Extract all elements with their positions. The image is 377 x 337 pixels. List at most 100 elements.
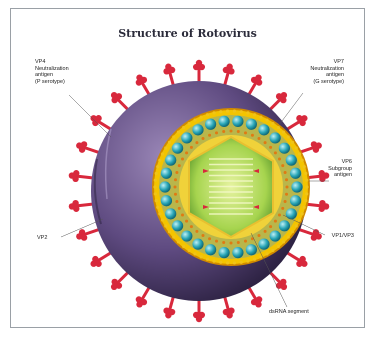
spike-head xyxy=(69,203,75,209)
outer-bead xyxy=(164,224,167,227)
vp6-capsomere xyxy=(172,143,183,154)
outer-bead xyxy=(240,261,243,264)
outer-bead xyxy=(304,199,307,202)
outer-bead xyxy=(291,230,294,233)
vp6-capsomere xyxy=(232,116,243,127)
outer-bead xyxy=(156,165,159,168)
inner-bead xyxy=(244,131,247,134)
outer-bead xyxy=(161,218,164,221)
inner-bead xyxy=(244,240,247,243)
outer-bead xyxy=(177,240,180,243)
spike-head xyxy=(165,64,171,70)
inner-bead xyxy=(181,214,184,217)
spike-head xyxy=(76,233,82,239)
spike-head xyxy=(111,284,117,290)
inner-bead xyxy=(185,220,188,223)
inner-bead xyxy=(258,234,261,237)
inner-bead xyxy=(230,242,233,245)
inner-bead xyxy=(258,137,261,140)
vp6-capsomere xyxy=(205,119,216,130)
inner-bead xyxy=(251,134,254,137)
spike-head xyxy=(76,142,82,148)
outer-bead xyxy=(295,224,298,227)
label-vp1-vp3: VP1/VP3 xyxy=(332,233,354,240)
vp6-capsomere xyxy=(161,195,172,206)
spike-head xyxy=(315,233,321,239)
outer-bead xyxy=(271,249,274,252)
inner-bead xyxy=(181,158,184,161)
outer-bead xyxy=(287,235,290,238)
outer-bead xyxy=(200,255,203,258)
vp6-capsomere xyxy=(291,181,302,192)
outer-bead xyxy=(206,113,209,116)
vp6-capsomere xyxy=(165,155,176,166)
inner-bead xyxy=(195,230,198,233)
outer-bead xyxy=(188,122,191,125)
inner-bead xyxy=(215,240,218,243)
inner-bead xyxy=(284,171,287,174)
outer-bead xyxy=(298,152,301,155)
vp6-capsomere xyxy=(290,168,301,179)
spike-head xyxy=(226,64,232,70)
spike-head xyxy=(111,92,117,98)
outer-bead xyxy=(177,130,180,133)
inner-bead xyxy=(195,141,198,144)
outer-bead xyxy=(155,199,158,202)
vp6-capsomere xyxy=(192,239,203,250)
inner-bead xyxy=(178,164,181,167)
outer-bead xyxy=(168,141,171,144)
outer-bead xyxy=(161,152,164,155)
outer-bead xyxy=(155,172,158,175)
outer-bead xyxy=(172,235,175,238)
outer-bead xyxy=(233,109,236,112)
spike-head xyxy=(196,316,202,322)
vp6-capsomere xyxy=(192,124,203,135)
inner-bead xyxy=(269,146,272,149)
label-vp6: VP6 Subgroup antigen xyxy=(328,159,352,179)
outer-bead xyxy=(226,109,229,112)
inner-bead xyxy=(174,193,177,196)
vp6-capsomere xyxy=(219,247,230,258)
inner-bead xyxy=(278,158,281,161)
vp6-capsomere xyxy=(286,155,297,166)
outer-bead xyxy=(153,185,156,188)
inner-bead xyxy=(281,164,284,167)
outer-bead xyxy=(305,179,308,182)
inner-bead xyxy=(175,171,178,174)
inner-bead xyxy=(230,130,233,133)
outer-bead xyxy=(168,230,171,233)
vp6-capsomere xyxy=(290,195,301,206)
vp6-capsomere xyxy=(159,181,170,192)
inner-bead xyxy=(274,220,277,223)
outer-bead xyxy=(253,113,256,116)
outer-bead xyxy=(291,141,294,144)
vp6-capsomere xyxy=(165,208,176,219)
outer-bead xyxy=(154,179,157,182)
spike-head xyxy=(136,301,142,307)
outer-bead xyxy=(200,116,203,119)
vp6-capsomere xyxy=(246,244,257,255)
inner-bead xyxy=(284,200,287,203)
outer-bead xyxy=(158,159,161,162)
outer-bead xyxy=(246,259,249,262)
label-vp4: VP4 Neutralization antigen (P serotype) xyxy=(35,59,69,85)
inner-bead xyxy=(208,134,211,137)
outer-bead xyxy=(253,258,256,261)
outer-bead xyxy=(154,192,157,195)
outer-bead xyxy=(193,252,196,255)
outer-bead xyxy=(219,110,222,113)
inner-bead xyxy=(185,151,188,154)
spike-head xyxy=(323,203,329,209)
outer-bead xyxy=(172,135,175,138)
outer-bead xyxy=(259,116,262,119)
inner-bead xyxy=(174,178,177,181)
outer-bead xyxy=(282,240,285,243)
outer-bead xyxy=(305,192,308,195)
outer-bead xyxy=(219,261,222,264)
inner-bead xyxy=(215,131,218,134)
vp6-capsomere xyxy=(161,168,172,179)
spike-head xyxy=(255,74,261,80)
outer-bead xyxy=(212,259,215,262)
outer-bead xyxy=(295,146,298,149)
vp6-capsomere xyxy=(279,143,290,154)
